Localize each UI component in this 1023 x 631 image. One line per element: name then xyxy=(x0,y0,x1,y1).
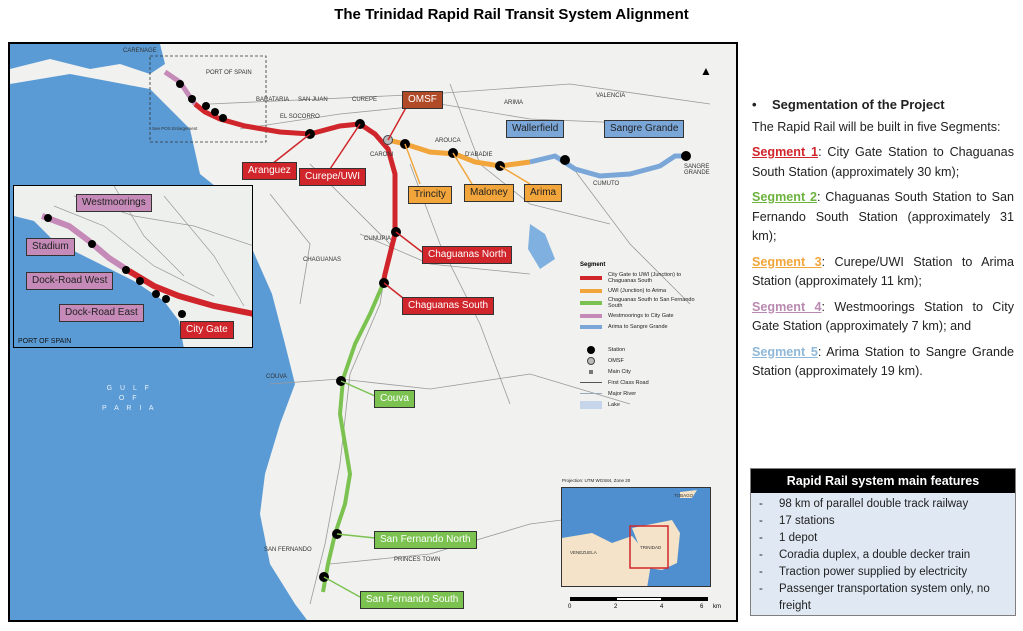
station-label-curepe-uwi: Curepe/UWI xyxy=(299,168,367,186)
locator-map: TOBAGO VENEZUELA TRINIDAD xyxy=(561,487,711,587)
features-box: Rapid Rail system main features -98 km o… xyxy=(750,468,1016,616)
station-label-sangre-grande: Sangre Grande xyxy=(604,120,685,138)
lake-icon xyxy=(580,400,602,409)
town-label: CARENAGE xyxy=(123,48,157,54)
river-icon xyxy=(580,393,602,394)
station-icon xyxy=(587,345,595,354)
station-label-san-fernando-south: San Fernando South xyxy=(360,591,465,609)
legend-symbol-main-city: Main City xyxy=(580,366,710,377)
town-label: PRINCES TOWN xyxy=(394,557,441,563)
town-label: CUREPE xyxy=(352,97,378,103)
segment-1-text: Segment 1: City Gate Station to Chaguana… xyxy=(752,145,1014,179)
town-label: BARATARIA xyxy=(256,97,290,103)
legend-entry: UWI (Junction) to Arima xyxy=(580,285,710,296)
town-label: SANGRE GRANDE xyxy=(684,164,710,176)
town-label: VENEZUELA xyxy=(570,550,597,555)
legend-entry: Westmoorings to City Gate xyxy=(580,310,710,321)
inset-segment-4-line xyxy=(40,213,131,274)
station-label-arima: Arima xyxy=(524,184,563,202)
station-label-chaguanas-north: Chaguanas North xyxy=(422,246,513,264)
legend-symbol-omsf: OMSF xyxy=(580,355,710,366)
roads xyxy=(209,83,711,605)
legend-entry: Arima to Sangre Grande xyxy=(580,321,710,332)
legend-entry: Chaguanas South to San Fernando South xyxy=(580,296,710,310)
legend-symbol-river: Major River xyxy=(580,388,710,399)
scale-bar: 0 2 4 6 km xyxy=(568,597,721,617)
station-label-couva: Couva xyxy=(374,390,415,408)
legend-swatch xyxy=(580,288,602,293)
town-label: CHAGUANAS xyxy=(303,257,342,263)
north-arrow-icon: ▲ xyxy=(700,64,712,78)
station-label-trincity: Trincity xyxy=(408,186,452,204)
segment-3-text: Segment 3: Curepe/UWI Station to Arima S… xyxy=(752,254,1014,289)
segment-5-text: Segment 5: Arima Station to Sangre Grand… xyxy=(752,344,1014,379)
gulf-label: G U L F O F P A R I A xyxy=(102,385,157,412)
town-label: TRINIDAD xyxy=(640,545,662,550)
page-title: The Trinidad Rapid Rail Transit System A… xyxy=(334,6,689,23)
inset-caption: PORT OF SPAIN xyxy=(18,338,72,345)
segment-2-text: Segment 2: Chaguanas South Station to Sa… xyxy=(752,190,1014,243)
feature-item: -Traction power supplied by electricity xyxy=(759,566,968,578)
town-label: SAN JUAN xyxy=(298,97,328,103)
town-label: AROUCA xyxy=(435,138,461,144)
omsf-icon xyxy=(587,356,595,365)
legend-title: Segment xyxy=(580,262,606,268)
feature-item: -Passenger transportation system only, n… xyxy=(759,583,990,612)
inset-segment-1-line xyxy=(127,268,252,317)
segmentation-panel: •Segmentation of the Project The Rapid R… xyxy=(752,95,1014,388)
station-label-dock-road-east: Dock-Road East xyxy=(59,304,144,322)
town-label: CUMUTO xyxy=(593,181,620,187)
legend-swatch xyxy=(580,324,602,329)
legend-symbol-road: First Class Road xyxy=(580,377,710,388)
station-label-westmoorings: Westmoorings xyxy=(76,194,152,212)
map-frame[interactable]: CARENAGE PORT OF SPAIN BARATARIA SAN JUA… xyxy=(8,42,738,622)
town-label: PORT OF SPAIN xyxy=(206,70,252,76)
segment-5-line xyxy=(529,153,688,179)
main-city-icon xyxy=(589,369,593,374)
town-label: VALENCIA xyxy=(596,93,626,99)
legend-entry: City Gate to UWI (Junction) to Chaguanas… xyxy=(580,271,710,285)
legend-symbol-lake: Lake xyxy=(580,399,710,410)
town-label: SAN FERNANDO xyxy=(264,547,312,553)
segmentation-intro: The Rapid Rail will be built in five Seg… xyxy=(752,119,1001,134)
station-label-city-gate: City Gate xyxy=(180,321,234,339)
station-label-dock-road-west: Dock-Road West xyxy=(26,272,114,290)
town-label: D'ABADIE xyxy=(465,152,493,158)
town-label: COUVA xyxy=(266,374,287,380)
segment-2-line xyxy=(321,283,385,593)
station-label-aranguez: Aranguez xyxy=(242,162,297,180)
station-label-stadium: Stadium xyxy=(26,238,75,256)
town-label: TOBAGO xyxy=(674,493,694,498)
map-legend: Segment City Gate to UWI (Junction) to C… xyxy=(580,262,710,410)
legend-symbol-station: Station xyxy=(580,344,710,355)
station-label-wallerfield: Wallerfield xyxy=(506,120,565,138)
town-label: CARONI xyxy=(370,152,394,158)
town-label: EL SOCORRO xyxy=(280,114,320,120)
projection-note: Projection: UTM WGS84, Zone 20 xyxy=(562,478,631,483)
pos-note: See POS Enlargement xyxy=(152,126,198,131)
legend-swatch xyxy=(580,313,602,318)
feature-item: -1 depot xyxy=(759,532,818,544)
pos-inset-map[interactable]: Westmoorings Stadium Dock-Road West Dock… xyxy=(13,185,253,348)
pos-enlargement-box xyxy=(149,55,267,143)
station-label-maloney: Maloney xyxy=(464,184,514,202)
town-label: CUNUPIA xyxy=(364,236,392,242)
station-label-san-fernando-north: San Fernando North xyxy=(374,531,477,549)
segmentation-heading: •Segmentation of the Project xyxy=(752,97,945,112)
legend-swatch xyxy=(580,276,602,280)
station-label-omsf: OMSF xyxy=(402,91,443,109)
town-label: ARIMA xyxy=(504,100,524,106)
segment-4-text: Segment 4: Westmoorings Station to City … xyxy=(752,299,1014,334)
features-header: Rapid Rail system main features xyxy=(751,469,1015,493)
legend-swatch xyxy=(580,301,602,305)
feature-item: -98 km of parallel double track railway xyxy=(759,498,969,510)
feature-item: -17 stations xyxy=(759,515,835,527)
feature-item: -Coradia duplex, a double decker train xyxy=(759,549,971,561)
station-label-chaguanas-south: Chaguanas South xyxy=(402,297,495,315)
road-icon xyxy=(580,382,602,383)
